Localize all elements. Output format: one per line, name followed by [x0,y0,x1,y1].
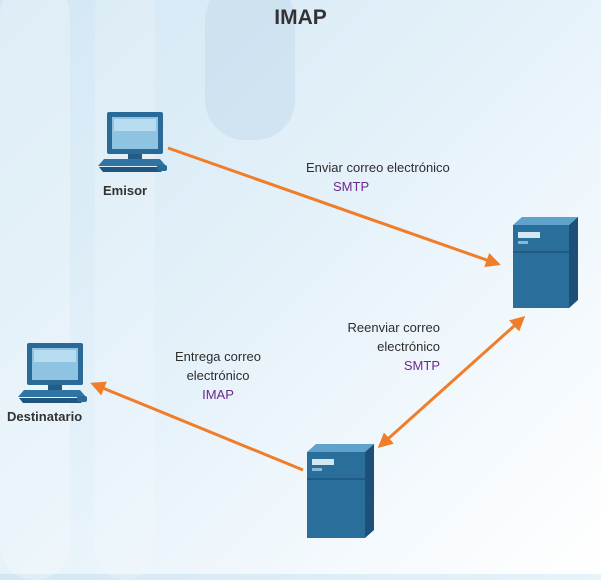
arrow-forward [377,315,526,449]
mail-server-icon [307,444,374,538]
sender-computer-icon [98,112,167,172]
deliver-edge-protocol: IMAP [202,387,234,402]
deliver-edge-text-1: Entrega correo [175,349,261,364]
forward-edge-label: Reenviar correo electrónico SMTP [326,318,441,375]
recipient-label: Destinatario [7,409,83,424]
send-edge-text: Enviar correo electrónico [306,160,450,175]
mail-server-icon [513,217,578,308]
deliver-edge-text-2: electrónico [186,368,250,383]
deliver-edge-label: Entrega correo electrónico IMAP [162,347,274,404]
diagram-title: IMAP [274,6,327,29]
send-edge-label: Enviar correo electrónico SMTP [306,158,450,196]
recipient-computer-icon [18,343,87,403]
sender-label: Emisor [103,183,148,198]
forward-edge-protocol: SMTP [403,358,440,373]
arrow-deliver [90,381,304,472]
arrow-send [167,146,501,268]
forward-edge-text-2: electrónico [377,339,440,354]
forward-edge-text-1: Reenviar correo [347,320,441,335]
send-edge-protocol: SMTP [333,179,370,194]
